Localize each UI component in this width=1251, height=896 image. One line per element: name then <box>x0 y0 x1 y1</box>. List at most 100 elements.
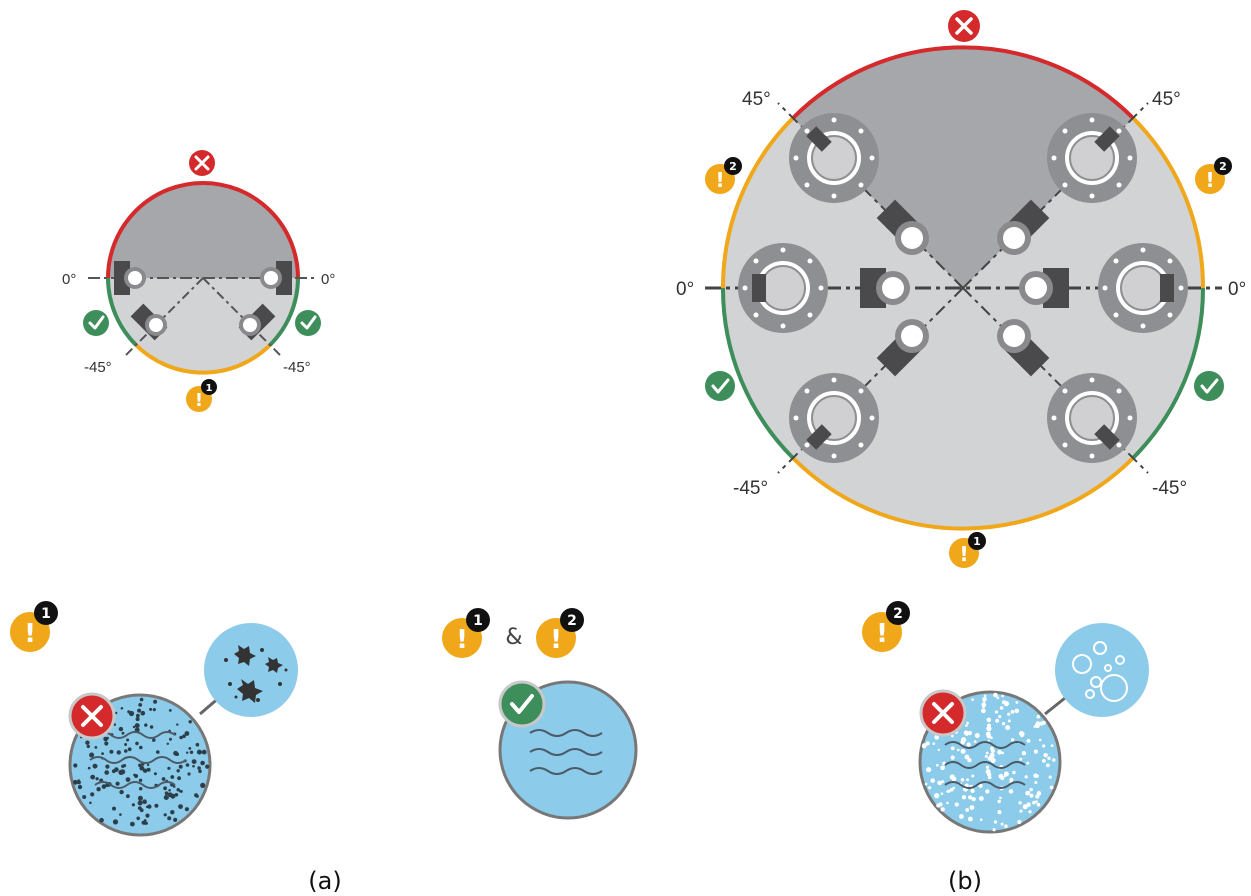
texture-dot <box>136 713 140 718</box>
texture-dot <box>119 813 122 816</box>
tank-a-rim-green-left <box>106 277 138 347</box>
texture-dot <box>189 750 194 754</box>
svg-text:!: ! <box>195 390 203 411</box>
texture-dot <box>195 794 199 798</box>
texture-dot <box>1003 701 1010 707</box>
texture-dot <box>104 770 109 775</box>
svg-text:!: ! <box>959 542 968 566</box>
texture-dot <box>94 746 98 749</box>
texture-dot <box>985 765 990 769</box>
texture-dot <box>1033 749 1038 754</box>
texture-dot <box>959 814 964 819</box>
tank-b-rim-orange-left <box>720 116 795 289</box>
texture-dot <box>928 786 932 790</box>
texture-dot <box>1003 774 1007 778</box>
texture-dot <box>1001 751 1004 755</box>
texture-dot <box>135 741 139 746</box>
texture-dot <box>163 795 169 800</box>
texture-dot <box>986 726 992 732</box>
svg-text:!: ! <box>715 168 724 192</box>
texture-dot <box>1017 819 1022 825</box>
texture-dot <box>965 724 968 727</box>
svg-text:!: ! <box>24 619 36 649</box>
tank-b-rim-green-left <box>720 287 795 460</box>
texture-dot <box>144 723 148 727</box>
texture-dot <box>1034 781 1038 784</box>
texture-dot <box>1029 787 1033 792</box>
texture-dot <box>87 766 91 770</box>
tank-b-rim-green-right <box>1131 287 1206 460</box>
texture-dot <box>137 708 142 713</box>
texture-dot <box>987 739 991 742</box>
texture-dot <box>986 734 991 739</box>
texture-dot <box>82 795 87 799</box>
texture-dot <box>182 734 186 738</box>
texture-dot <box>1046 763 1050 768</box>
tank-a-angle-right-top: 0° <box>321 271 335 288</box>
texture-dot <box>179 735 183 740</box>
texture-dot <box>192 764 195 768</box>
texture-dot <box>1018 801 1022 805</box>
texture-dot <box>1007 712 1011 716</box>
tank-a-rim-green-right <box>268 277 300 347</box>
svg-text:!: ! <box>550 625 562 655</box>
texture-dot <box>1000 822 1004 826</box>
warning-badge-number: 1 <box>41 606 51 622</box>
check-icon <box>1194 371 1224 401</box>
texture-dot <box>197 766 201 770</box>
texture-dot <box>77 779 80 782</box>
texture-dot <box>1043 753 1048 758</box>
texture-dot <box>111 769 116 774</box>
texture-dot <box>77 784 83 790</box>
texture-dot <box>184 807 189 812</box>
texture-dot <box>965 808 970 812</box>
texture-dot <box>73 779 78 785</box>
texture-dot <box>1036 802 1041 807</box>
texture-dot <box>1035 800 1038 804</box>
texture-dot <box>937 780 942 786</box>
texture-dot <box>126 794 130 799</box>
texture-dot <box>137 800 143 806</box>
tank-b-upper-cap <box>793 47 1133 118</box>
texture-dot <box>167 766 171 770</box>
texture-dot <box>932 742 936 745</box>
warning-icon: ! 2 <box>705 157 742 194</box>
texture-dot <box>1035 774 1039 778</box>
texture-dot <box>1001 722 1006 726</box>
texture-dot <box>178 790 182 793</box>
texture-dot <box>173 750 179 756</box>
texture-dot <box>1019 809 1023 813</box>
texture-dot <box>141 820 146 825</box>
tank-b-nozzle-inner-right <box>1019 268 1069 308</box>
texture-dot <box>1036 714 1040 718</box>
tank-b-flange-bottom-left <box>789 373 879 463</box>
texture-dot <box>1028 810 1032 814</box>
texture-dot <box>1041 720 1046 725</box>
texture-dot <box>1024 775 1028 779</box>
texture-dot <box>149 707 153 711</box>
texture-dot <box>200 760 205 766</box>
texture-dot <box>1026 761 1030 765</box>
texture-dot <box>984 754 988 758</box>
texture-dot <box>168 789 171 792</box>
texture-dot <box>960 740 965 745</box>
texture-dot <box>136 816 140 821</box>
texture-dot <box>92 763 97 768</box>
texture-dot <box>200 782 206 789</box>
texture-dot <box>957 748 960 752</box>
error-icon <box>919 689 967 737</box>
texture-dot <box>986 723 992 728</box>
texture-dot <box>934 734 940 740</box>
texture-dot <box>164 791 169 796</box>
texture-dot <box>163 786 168 791</box>
tank-b-nozzle-inner-down-left <box>876 319 929 377</box>
warning-icon: ! 2 <box>536 608 584 658</box>
texture-dot <box>124 749 128 753</box>
texture-dot <box>1052 758 1056 762</box>
texture-dot <box>995 718 999 723</box>
texture-dot <box>950 775 954 780</box>
texture-dot <box>1050 744 1054 747</box>
texture-dot <box>128 710 135 717</box>
texture-dot <box>992 828 996 832</box>
texture-dot <box>154 803 159 808</box>
